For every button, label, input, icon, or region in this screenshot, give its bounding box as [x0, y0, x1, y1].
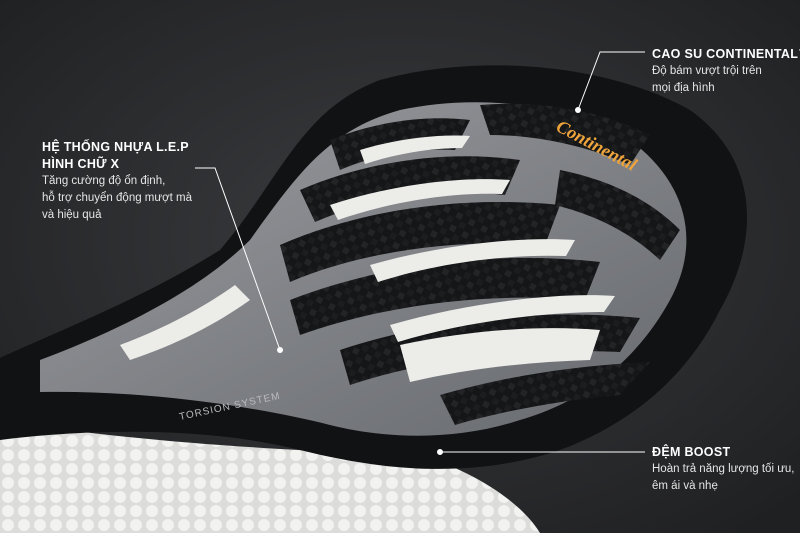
callout-dots — [277, 107, 581, 455]
callout-title: HỆ THỐNG NHỰA L.E.P — [42, 140, 189, 154]
callout-title: ĐỆM BOOST — [652, 445, 731, 459]
callout-lines — [195, 51, 645, 453]
callout-continental-rubber: CAO SU CONTINENTAL™ Độ bám vượt trội trê… — [652, 46, 800, 97]
boost-windows — [120, 135, 615, 382]
callout-desc-line: mọi địa hình — [652, 82, 715, 94]
callout-desc-line: Độ bám vượt trội trên — [652, 65, 762, 77]
callout-title: HÌNH CHỮ X — [42, 157, 120, 171]
callout-lep-system: HỆ THỐNG NHỰA L.E.P HÌNH CHỮ X Tăng cườn… — [42, 139, 192, 224]
callout-boost-cushion: ĐỆM BOOST Hoàn trả năng lượng tối ưu, êm… — [652, 444, 795, 495]
callout-desc-line: và hiệu quả — [42, 209, 102, 221]
callout-desc-line: Tăng cường độ ổn định, — [42, 175, 166, 187]
callout-desc-line: hỗ trợ chuyển động mượt mà — [42, 192, 192, 204]
callout-title: CAO SU CONTINENTAL™ — [652, 47, 800, 61]
boost-midsole — [0, 420, 540, 533]
callout-desc-line: Hoàn trả năng lượng tối ưu, — [652, 463, 795, 475]
callout-desc-line: êm ái và nhẹ — [652, 480, 718, 492]
